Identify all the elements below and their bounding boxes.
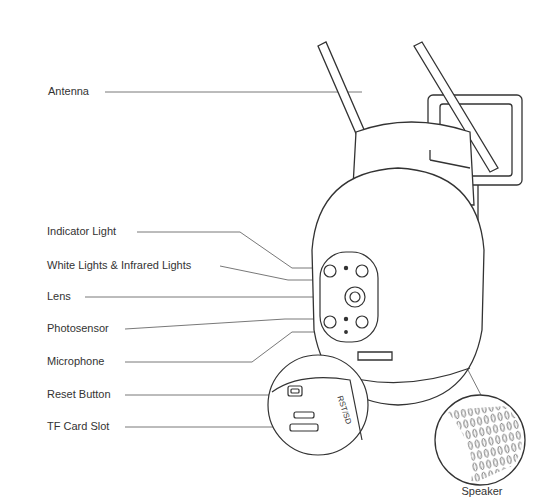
part-label: White Lights & Infrared Lights — [47, 259, 191, 272]
part-label: Indicator Light — [47, 225, 116, 238]
speaker-detail-part — [446, 405, 525, 485]
front-panel-part — [350, 292, 360, 302]
part-label: Antenna — [48, 85, 89, 98]
leader-lines-part — [125, 395, 282, 396]
camera-head-part — [430, 150, 470, 168]
front-panel-part — [344, 317, 347, 320]
slot-detail-part — [268, 355, 368, 455]
part-label: TF Card Slot — [47, 420, 109, 433]
front-panel-part — [345, 287, 365, 307]
leader-lines-part — [105, 92, 362, 93]
front-panel-part — [324, 265, 336, 277]
part-label: Reset Button — [47, 388, 111, 401]
slot-detail-part — [290, 424, 318, 431]
slot-detail-part — [291, 389, 299, 393]
front-panel-part — [324, 316, 336, 328]
slot-detail-part — [272, 378, 362, 440]
slot-detail-part — [288, 386, 302, 396]
front-panel-part — [356, 265, 368, 277]
front-panel-part — [356, 316, 368, 328]
slot-detail-part — [294, 412, 314, 418]
camera-dome-part — [358, 352, 392, 360]
part-label: Lens — [47, 290, 71, 303]
leader-lines-part — [125, 427, 286, 428]
front-panel-part — [345, 331, 348, 334]
speaker-detail — [435, 395, 525, 485]
leader-lines-part — [85, 297, 343, 298]
part-label: Speaker — [462, 485, 503, 498]
front-panel-part — [344, 266, 347, 269]
part-label: Photosensor — [47, 322, 109, 335]
slot-detail — [268, 355, 368, 455]
leader-lines-part — [125, 319, 340, 329]
front-panel — [320, 252, 378, 342]
speaker-detail-part — [435, 395, 525, 485]
front-panel-part — [320, 252, 378, 342]
part-label: Microphone — [47, 355, 104, 368]
